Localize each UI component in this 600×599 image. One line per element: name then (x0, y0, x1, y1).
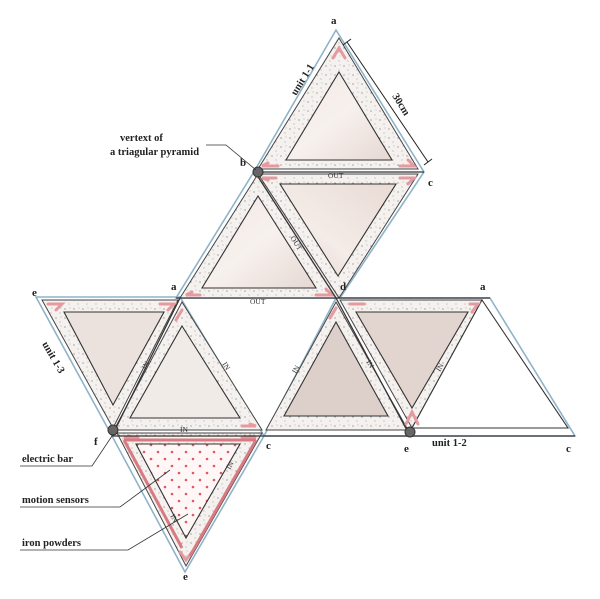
vertex-label-f: f (94, 436, 98, 448)
vertex-label-right-a: a (480, 281, 486, 293)
inner-panels (63, 70, 469, 540)
vertex-label-mid-e: e (404, 443, 409, 455)
panel-right-empty (411, 298, 570, 429)
vertex-label-mid-c: c (266, 440, 271, 452)
dimension-line (342, 38, 433, 166)
vertex-label-bottom-e: e (183, 571, 188, 583)
in-label-8: IN (168, 513, 180, 525)
annotation-iron-powders: iron powders (22, 538, 81, 549)
leader-lines (20, 144, 257, 551)
annotation-vertex-line1: vertext of (120, 133, 163, 144)
vertex-label-left-e: e (32, 287, 37, 299)
vertex-dot-e (404, 426, 416, 438)
panel-mid-right (355, 311, 469, 410)
in-label-3: IN (290, 363, 302, 375)
panel-upper-right (279, 183, 397, 278)
in-label-1: IN (140, 359, 152, 371)
fold-edges (111, 171, 575, 437)
annotation-motion-sensors: motion sensors (22, 495, 89, 506)
out-label-3: OUT (250, 297, 266, 306)
pink-accents (46, 45, 481, 563)
electric-bar (122, 438, 258, 557)
panel-mid-center (283, 320, 389, 417)
panel-top (285, 70, 393, 161)
vertex-label-b: b (240, 157, 246, 169)
annotation-vertex-line2: a triagular pyramid (110, 147, 199, 158)
panel-upper-left (201, 194, 317, 289)
vertex-label-right-c: c (566, 443, 571, 455)
unit-1-2-label: unit 1-2 (432, 438, 467, 449)
panel-left (63, 311, 165, 407)
vertex-label-d: d (340, 281, 346, 293)
dimension-label: 30cm (389, 92, 411, 118)
panel-bottom-motion-sensors (135, 443, 241, 540)
vertex-label-top-c: c (428, 177, 433, 189)
unit-1-3-outline (34, 296, 265, 574)
in-label-2: IN (220, 360, 232, 372)
vertex-dot-f (107, 424, 119, 436)
vertex-label-mid-a: a (171, 281, 177, 293)
out-label-1: OUT (328, 171, 344, 180)
annotation-electric-bar: electric bar (22, 454, 73, 465)
in-label-4: IN (364, 358, 376, 370)
in-label-6: IN (180, 425, 188, 434)
vertex-label-top-a: a (331, 15, 337, 27)
in-label-5: IN (434, 361, 446, 373)
in-label-7: IN (224, 459, 236, 471)
panel-mid-left (129, 324, 241, 419)
